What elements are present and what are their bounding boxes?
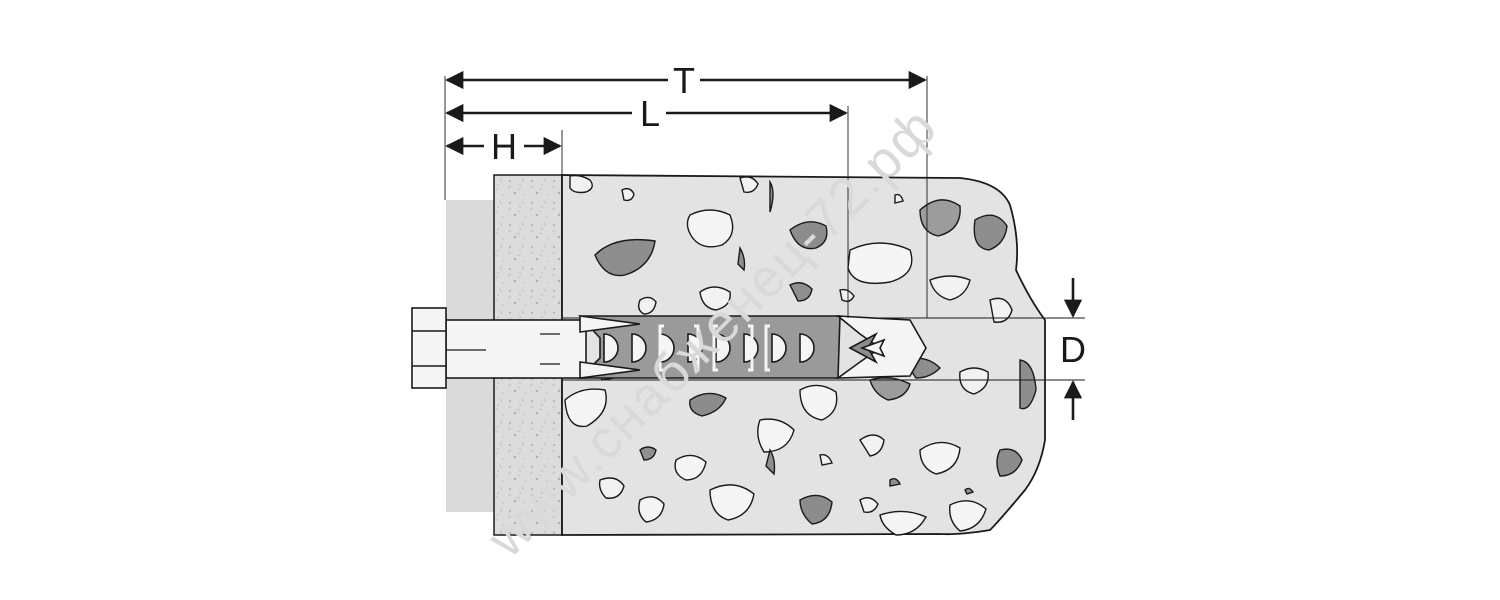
dimension-l-label: L xyxy=(640,93,660,134)
frame-anchor-sleeve-icon xyxy=(578,315,927,379)
dimension-d-label: D xyxy=(1060,329,1086,370)
dimension-d: D xyxy=(1060,278,1086,420)
dimension-t-label: T xyxy=(673,60,695,101)
dimension-h: H xyxy=(445,126,562,167)
reference-lines xyxy=(444,76,1085,381)
bolt-shank xyxy=(445,319,587,379)
concrete-aggregate xyxy=(564,174,1037,536)
dimension-l: L xyxy=(445,93,848,134)
dimension-t: T xyxy=(445,60,927,101)
hex-bolt-head-icon xyxy=(411,307,447,389)
dimension-h-label: H xyxy=(491,126,517,167)
